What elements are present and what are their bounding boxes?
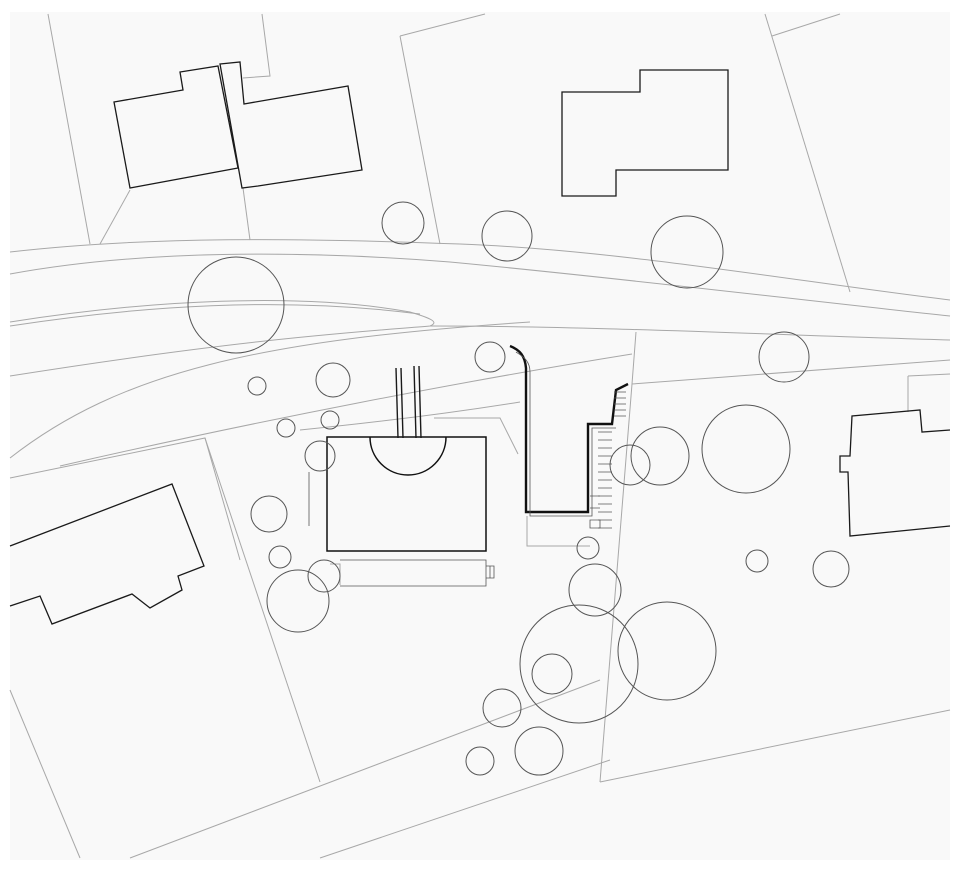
parcel-line xyxy=(771,13,841,37)
neighbour-buildings xyxy=(9,61,951,625)
tree xyxy=(304,440,336,472)
tree xyxy=(276,418,296,438)
tree xyxy=(266,569,330,633)
ramp-steps xyxy=(598,431,612,529)
parcel-line xyxy=(242,187,251,241)
tree xyxy=(758,331,810,383)
tree xyxy=(268,545,292,569)
parcel-line xyxy=(242,13,271,79)
tree xyxy=(474,341,506,373)
tree xyxy=(617,601,717,701)
main-building-forecourt xyxy=(340,559,487,587)
tree xyxy=(315,362,351,398)
building-footprint xyxy=(219,61,363,189)
retaining-wall xyxy=(509,344,629,529)
parcel-line xyxy=(9,689,81,859)
retaining-wall-inner xyxy=(515,351,616,517)
stair-treads xyxy=(614,391,626,417)
road-edge xyxy=(9,253,951,317)
tree xyxy=(568,563,622,617)
retaining-wall-segment xyxy=(509,344,629,514)
parcel-line xyxy=(599,383,633,783)
road-edge xyxy=(9,304,421,327)
tree xyxy=(187,256,285,354)
road-edge xyxy=(429,325,951,341)
tree xyxy=(465,746,495,776)
ramp-steps xyxy=(589,495,601,529)
main-building-footprint xyxy=(326,436,487,552)
main-building xyxy=(308,365,495,587)
parcel-line xyxy=(764,13,851,293)
tree xyxy=(320,410,340,430)
access-rail xyxy=(395,367,404,439)
parcel-line xyxy=(129,679,601,859)
building-footprint xyxy=(839,409,951,537)
tree xyxy=(519,604,639,724)
main-building-entry xyxy=(486,565,495,579)
plan-background xyxy=(10,12,950,860)
footpath xyxy=(299,401,521,431)
tree xyxy=(481,210,533,262)
road-lines xyxy=(9,239,951,547)
access-path xyxy=(434,417,519,455)
parcel-line xyxy=(399,13,486,37)
tree xyxy=(531,653,573,695)
parcel-line xyxy=(47,13,91,245)
tree xyxy=(812,550,850,588)
tree xyxy=(307,559,341,593)
main-building-rotunda xyxy=(369,436,447,476)
tree xyxy=(250,495,288,533)
building-footprint xyxy=(561,69,729,197)
building-footprint xyxy=(113,65,239,189)
tree xyxy=(381,201,425,245)
parcel-line xyxy=(204,437,321,783)
parcel-line xyxy=(907,373,951,377)
tree xyxy=(745,549,769,573)
tree xyxy=(701,404,791,494)
building-footprint xyxy=(9,483,205,625)
parcel-lines xyxy=(9,13,951,859)
access-rail xyxy=(413,365,422,439)
parcel-line xyxy=(99,189,131,245)
road-edge xyxy=(9,239,951,301)
footpath xyxy=(9,321,531,459)
trees xyxy=(187,201,850,776)
tree xyxy=(514,726,564,776)
tree xyxy=(630,426,690,486)
footpath xyxy=(59,353,633,467)
parcel-line xyxy=(399,35,441,245)
tree xyxy=(609,444,651,486)
tree xyxy=(482,688,522,728)
tree xyxy=(247,376,267,396)
road-edge xyxy=(9,300,435,377)
parcel-line xyxy=(319,759,611,859)
tree xyxy=(576,536,600,560)
access-path xyxy=(526,516,590,547)
tree xyxy=(650,215,724,289)
parcel-line xyxy=(599,709,951,783)
